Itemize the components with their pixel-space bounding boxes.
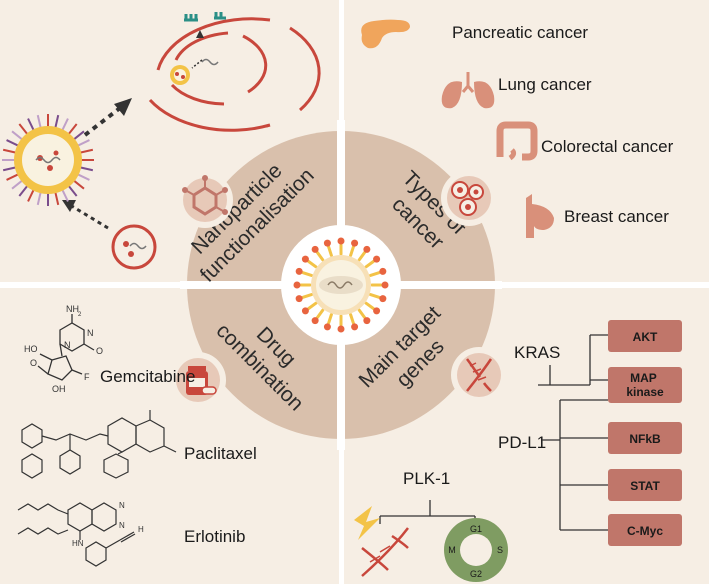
- gene-box-label-nfkb: NFkB: [629, 432, 661, 446]
- damaged-dna-icon: [361, 527, 409, 577]
- svg-text:HO: HO: [24, 344, 38, 354]
- gemcitabine-structure: [37, 314, 95, 381]
- cell-cycle-s: S: [497, 545, 503, 555]
- cell-cycle-m: M: [448, 545, 456, 555]
- plain-nanoparticle-icon: [111, 224, 157, 270]
- svg-text:2: 2: [78, 312, 82, 318]
- colon-icon: [496, 121, 538, 161]
- gene-label-plk1: PLK-1: [403, 469, 450, 488]
- cell-membrane-arcs: [148, 17, 321, 132]
- svg-text:N: N: [64, 340, 71, 350]
- cancer-label-lung: Lung cancer: [498, 75, 592, 94]
- central-nanoparticle-icon: [293, 237, 389, 333]
- lungs-icon: [441, 72, 495, 109]
- uptake-arrow-upper: [83, 98, 132, 137]
- breast-icon: [526, 194, 554, 238]
- svg-text:N: N: [119, 521, 125, 530]
- gene-box-nfkb: NFkB: [608, 422, 682, 454]
- cell-cycle-icon: G1 S G2 M: [444, 518, 508, 582]
- cell-cycle-g1: G1: [470, 524, 482, 534]
- drug-label-paclitaxel: Paclitaxel: [184, 444, 257, 463]
- svg-text:N: N: [87, 328, 94, 338]
- gene-box-label-akt: AKT: [633, 330, 658, 344]
- gene-box-label-map-kinase: MAP: [630, 371, 657, 385]
- cancer-label-breast: Breast cancer: [564, 207, 669, 226]
- svg-text:N: N: [119, 501, 125, 510]
- gene-box-c-myc: C-Myc: [608, 514, 682, 546]
- drug-label-gemcitabine: Gemcitabine: [100, 367, 195, 386]
- cancer-cells-icon: [441, 170, 497, 226]
- gene-box-label-stat: STAT: [630, 479, 660, 493]
- released-drug-icon: [170, 12, 226, 85]
- gene-box-stat: STAT: [608, 469, 682, 501]
- svg-text:MAP kinase: MAP kinase: [626, 371, 664, 399]
- cancer-label-colorectal: Colorectal cancer: [541, 137, 674, 156]
- svg-text:O: O: [30, 358, 37, 368]
- erlotinib-structure: [17, 502, 136, 567]
- svg-text:OH: OH: [52, 384, 66, 394]
- functionalised-nanoparticle-icon: [2, 114, 94, 206]
- functionalisation-icon: [177, 172, 233, 228]
- uptake-arrow-lower: [62, 200, 109, 230]
- pathway-lines: [379, 334, 608, 531]
- cell-cycle-g2: G2: [470, 569, 482, 579]
- pancreas-icon: [361, 19, 410, 49]
- paclitaxel-structure: [21, 410, 177, 479]
- drug-bottle-icon: [170, 352, 226, 408]
- erlotinib-atom-labels: N N HN H: [72, 501, 144, 548]
- gene-label-kras: KRAS: [514, 343, 560, 362]
- lightning-icon: [354, 506, 380, 540]
- cancer-label-pancreatic: Pancreatic cancer: [452, 23, 588, 42]
- svg-text:O: O: [96, 346, 103, 356]
- gene-box-map-kinase: MAP kinase: [608, 367, 682, 403]
- svg-text:F: F: [84, 372, 90, 382]
- svg-text:H: H: [138, 525, 144, 534]
- gene-box-akt: AKT: [608, 320, 682, 352]
- gene-label-pdl1: PD-L1: [498, 433, 546, 452]
- svg-text:HN: HN: [72, 539, 84, 548]
- dna-icon: [451, 347, 507, 403]
- drug-label-erlotinib: Erlotinib: [184, 527, 245, 546]
- svg-text:NH: NH: [66, 304, 79, 314]
- gene-box-label-c-myc: C-Myc: [627, 524, 663, 538]
